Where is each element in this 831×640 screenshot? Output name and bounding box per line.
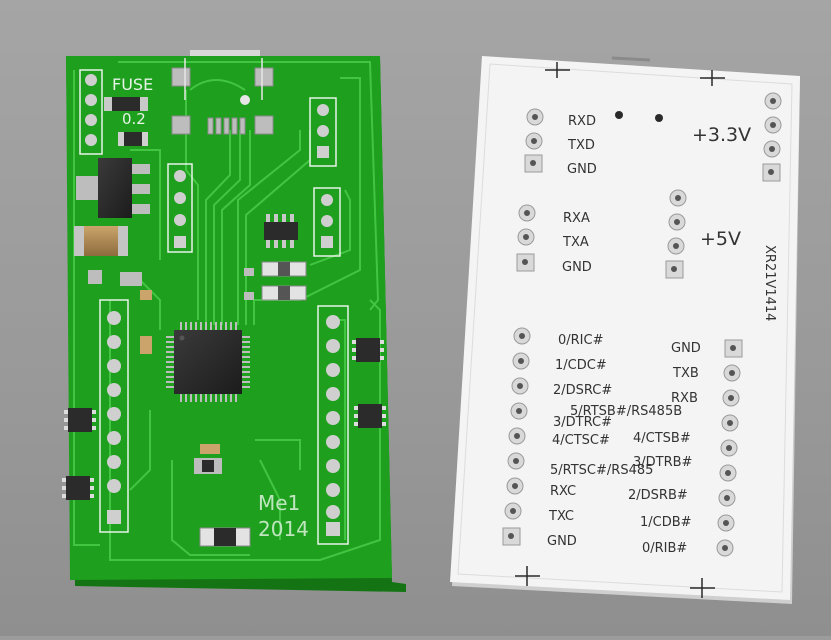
right-header-label: 4/CTSB#	[633, 431, 691, 446]
crystal	[194, 458, 222, 474]
tantalum-capacitor	[74, 226, 128, 256]
label-5v: +5V	[700, 228, 741, 250]
left-header-label: 5/RTSC#/RS485	[550, 463, 653, 478]
silk-year: 2014	[258, 517, 309, 541]
small-capacitor	[200, 444, 220, 454]
led-2	[261, 285, 307, 301]
usb-outline	[190, 50, 260, 56]
back-pins-3v3	[762, 92, 782, 182]
led-1	[261, 261, 307, 277]
fuse-value: 0.2	[122, 110, 146, 128]
pin-label-rxa: RXA	[563, 211, 590, 226]
resistor-array-top	[264, 214, 298, 248]
test-pad	[120, 272, 142, 286]
left-header-label: 1/CDC#	[555, 358, 607, 373]
label-3v3: +3.3V	[692, 124, 751, 146]
main-qfp-ic	[166, 322, 250, 402]
header-10pin-left	[99, 299, 129, 533]
left-header-label: 2/DSRC#	[553, 383, 612, 398]
right-header-label: 5/RTSB#/RS485B	[570, 404, 682, 419]
resistor-array-right-2	[354, 404, 386, 428]
fuse-label: FUSE	[112, 75, 153, 94]
bottom-resistor	[199, 527, 251, 547]
left-header-label: RXC	[550, 484, 576, 499]
pin-label-gnd-2: GND	[562, 260, 592, 275]
small-capacitor	[140, 290, 152, 300]
back-board: RXD TXD GND +3.3V RXA TXA GND +5V XR21V1…	[450, 56, 800, 604]
right-header-label: 0/RIB#	[642, 541, 687, 556]
right-header-label: 1/CDB#	[640, 515, 692, 530]
back-header-left-pins	[502, 327, 531, 546]
pin-label-gnd-1: GND	[567, 162, 597, 177]
right-header-label: GND	[671, 341, 701, 356]
header-4pin-middle	[167, 163, 193, 253]
resistor-array-right-1	[352, 338, 384, 362]
left-header-label: 3/DTRC#	[553, 415, 612, 430]
back-pins-uart-a	[524, 108, 544, 173]
left-header-label: TXC	[548, 509, 574, 524]
pin-label-txa: TXA	[562, 235, 589, 250]
usb-connector-pads	[171, 67, 274, 135]
header-3pin-lower	[313, 187, 341, 257]
front-board: FUSE 0.2	[62, 50, 406, 592]
via-hole	[615, 111, 623, 119]
silk-brand: Me1	[258, 491, 300, 515]
fuse-chip	[104, 97, 148, 111]
header-4pin-topleft	[79, 69, 103, 155]
resistor-small	[118, 132, 148, 146]
header-3pin-upper	[309, 97, 337, 167]
right-header-label: 2/DSRB#	[628, 488, 688, 503]
usb-edge	[611, 56, 651, 62]
usb-mount-hole	[240, 95, 250, 105]
header-10pin-right	[317, 305, 349, 545]
fiducial-markers	[515, 62, 725, 598]
right-header-label: 3/DTRB#	[633, 455, 692, 470]
usb-silk	[184, 58, 263, 100]
chip-label: XR21V1414	[762, 245, 777, 321]
resistor-array-left-1	[64, 408, 96, 432]
left-header-label: 0/RIC#	[558, 333, 604, 348]
back-pins-5v	[665, 189, 687, 279]
left-header-label: 4/CTSC#	[552, 433, 610, 448]
test-pad	[88, 270, 102, 284]
via-hole	[655, 114, 663, 122]
back-board-inner	[457, 63, 793, 593]
resistor-array-left-2	[62, 476, 94, 500]
voltage-regulator	[76, 158, 150, 218]
pin-label-txd: TXD	[567, 138, 595, 153]
back-pins-uart-b	[516, 204, 536, 272]
small-capacitor	[140, 336, 152, 354]
left-header-label: GND	[547, 534, 577, 549]
back-board-surface	[450, 56, 800, 600]
right-header-label: TXB	[672, 366, 699, 381]
back-header-right-pins	[716, 339, 743, 557]
right-header-label: RXB	[671, 391, 698, 406]
pin-label-rxd: RXD	[568, 114, 596, 129]
